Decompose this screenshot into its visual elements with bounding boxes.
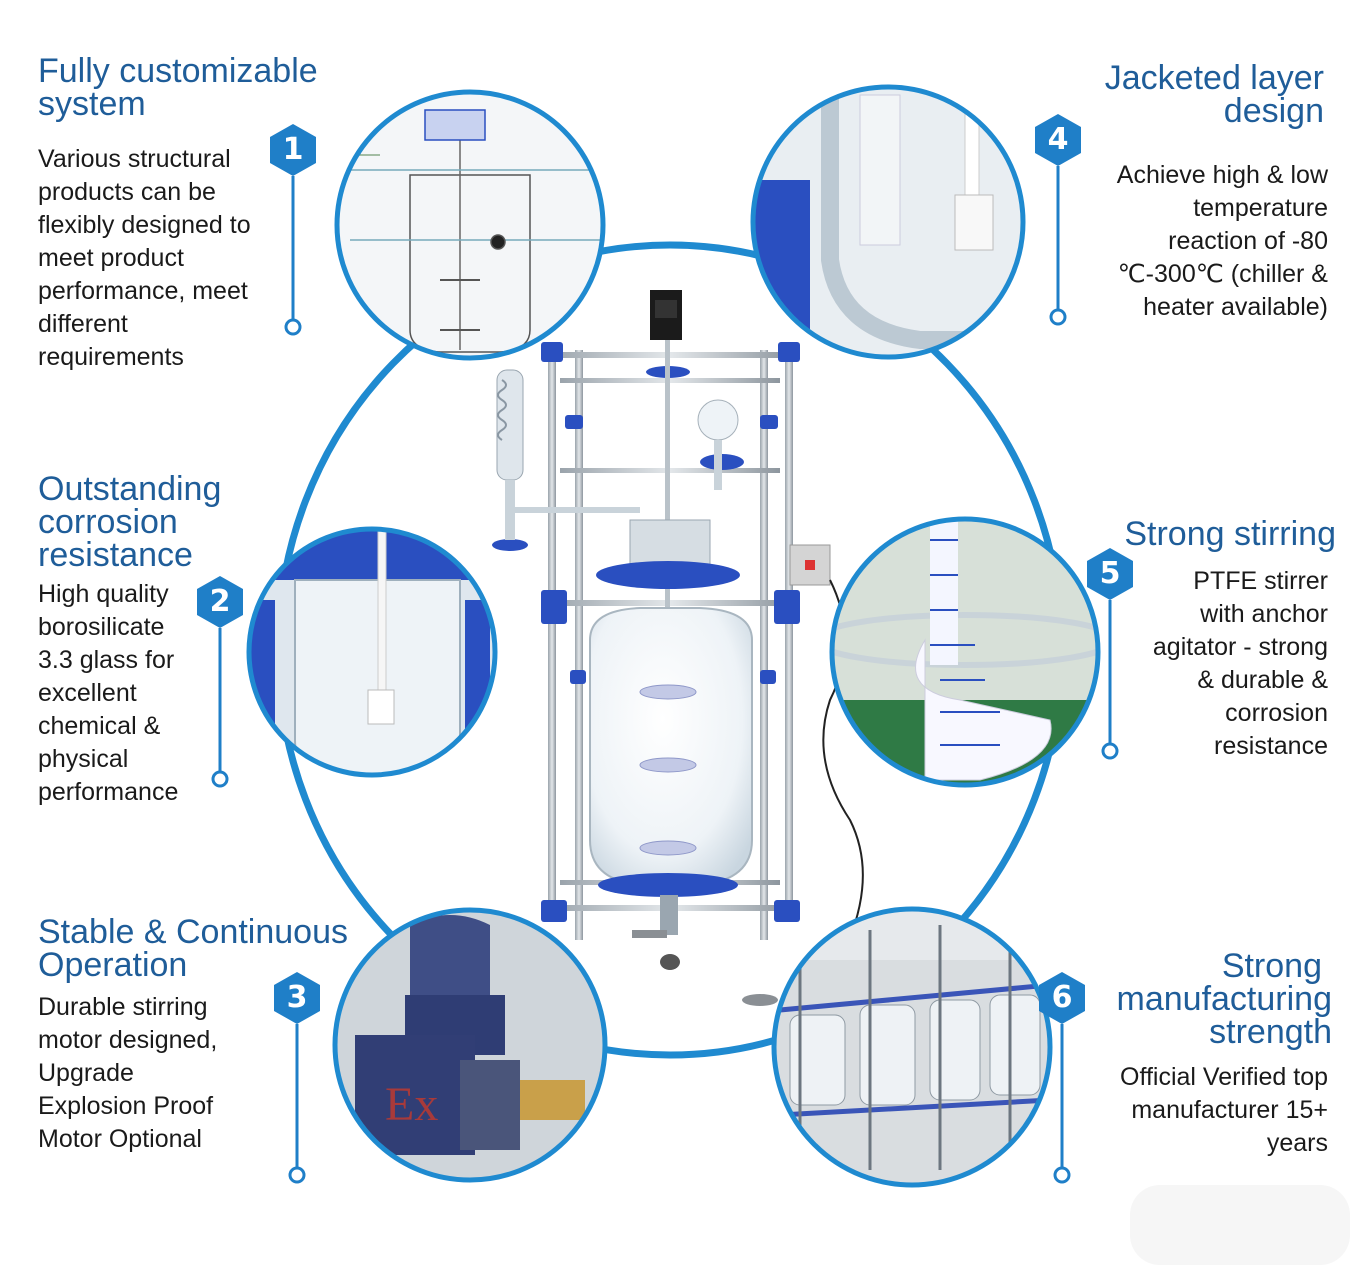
feature-3-desc-line: Durable stirring (38, 993, 208, 1021)
detail-image-1 (334, 89, 606, 361)
feature-2-desc-line: physical (38, 745, 129, 773)
feature-4-desc-line: heater available) (1143, 293, 1328, 321)
feature-3-title: Stable & Continuous Operation (38, 913, 398, 984)
feature-2-desc-line: excellent (38, 679, 137, 707)
feature-1-desc-line: Various structural (38, 145, 231, 173)
feature-2-desc-line: High quality (38, 580, 169, 608)
feature-2-title-line: Outstanding (38, 470, 222, 508)
detail-image-2 (246, 526, 498, 778)
detail-image-4 (750, 84, 1026, 360)
feature-1-desc-line: requirements (38, 343, 184, 371)
main-reactor-image (492, 290, 864, 1006)
feature-4-description: Achieve high & low temperature reaction … (1068, 159, 1328, 324)
feature-1-title: Fully customizable system (38, 52, 368, 123)
feature-3-desc-line: Explosion Proof (38, 1092, 214, 1120)
feature-5-desc-line: & durable & (1197, 666, 1328, 694)
feature-2-description: High quality borosilicate 3.3 glass for … (38, 578, 208, 809)
feature-2-desc-line: borosilicate (38, 613, 165, 641)
feature-6-title: Strong manufacturing strength (1072, 947, 1332, 1051)
feature-1-desc-line: different (38, 310, 128, 338)
feature-5-desc-line: corrosion (1225, 699, 1328, 727)
feature-4-desc-line: reaction of -80 (1168, 227, 1328, 255)
feature-1-description: Various structural products can be flexi… (38, 143, 288, 374)
feature-3-desc-line: Motor Optional (38, 1125, 202, 1153)
feature-5-desc-line: resistance (1214, 732, 1328, 760)
motor-ex-label: Ex (385, 1078, 438, 1131)
feature-6-title-line: Strong (1221, 947, 1322, 985)
feature-number-2: 2 (197, 576, 243, 628)
feature-3-title-line: Stable & Continuous (38, 913, 348, 951)
feature-6-title-line: manufacturing (1116, 980, 1332, 1018)
feature-1-desc-line: products can be (38, 178, 216, 206)
detail-image-6 (771, 906, 1053, 1188)
feature-number-4: 4 (1035, 114, 1081, 166)
feature-number-1: 1 (270, 124, 316, 176)
feature-4-title-line: design (1223, 92, 1324, 130)
feature-5-desc-line: PTFE stirrer (1193, 567, 1328, 595)
feature-3-title-line: Operation (38, 946, 188, 984)
feature-number-3: 3 (274, 972, 320, 1024)
feature-6-desc-line: manufacturer 15+ (1131, 1096, 1328, 1124)
feature-number-5: 5 (1087, 548, 1133, 600)
feature-3-desc-line: motor designed, (38, 1026, 218, 1054)
feature-1-desc-line: performance, meet (38, 277, 248, 305)
feature-4-title: Jacketed layer design (1024, 59, 1324, 130)
feature-4-desc-line: temperature (1193, 194, 1328, 222)
feature-6-description: Official Verified top manufacturer 15+ y… (1078, 1061, 1328, 1160)
feature-5-title-line: Strong stirring (1124, 515, 1336, 553)
feature-2-desc-line: chemical & (38, 712, 161, 740)
feature-1-title-line: system (38, 85, 146, 123)
feature-1-title-line: Fully customizable (38, 52, 318, 90)
feature-6-title-line: strength (1209, 1013, 1332, 1051)
feature-5-desc-line: with anchor (1200, 600, 1328, 628)
feature-2-title-line: resistance (38, 536, 193, 574)
detail-image-3: Ex (332, 907, 608, 1183)
feature-1-desc-line: meet product (38, 244, 184, 272)
feature-4-desc-line: ℃-300℃ (chiller & (1117, 260, 1328, 288)
feature-4-desc-line: Achieve high & low (1116, 161, 1328, 189)
feature-5-description: PTFE stirrer with anchor agitator - stro… (1108, 565, 1328, 763)
detail-image-5 (829, 516, 1101, 788)
feature-2-title-line: corrosion (38, 503, 178, 541)
feature-5-title: Strong stirring (1076, 515, 1336, 553)
feature-4-title-line: Jacketed layer (1104, 59, 1324, 97)
feature-3-desc-line: Upgrade (38, 1059, 134, 1087)
feature-6-desc-line: Official Verified top (1120, 1063, 1328, 1091)
feature-3-description: Durable stirring motor designed, Upgrade… (38, 991, 278, 1156)
feature-2-desc-line: performance (38, 778, 179, 806)
feature-6-desc-line: years (1266, 1129, 1328, 1157)
feature-2-title: Outstanding corrosion resistance (38, 470, 268, 574)
feature-5-desc-line: agitator - strong (1152, 633, 1328, 661)
feature-1-desc-line: flexibly designed to (38, 211, 251, 239)
feature-2-desc-line: 3.3 glass for (38, 646, 175, 674)
feature-number-6: 6 (1039, 972, 1085, 1024)
